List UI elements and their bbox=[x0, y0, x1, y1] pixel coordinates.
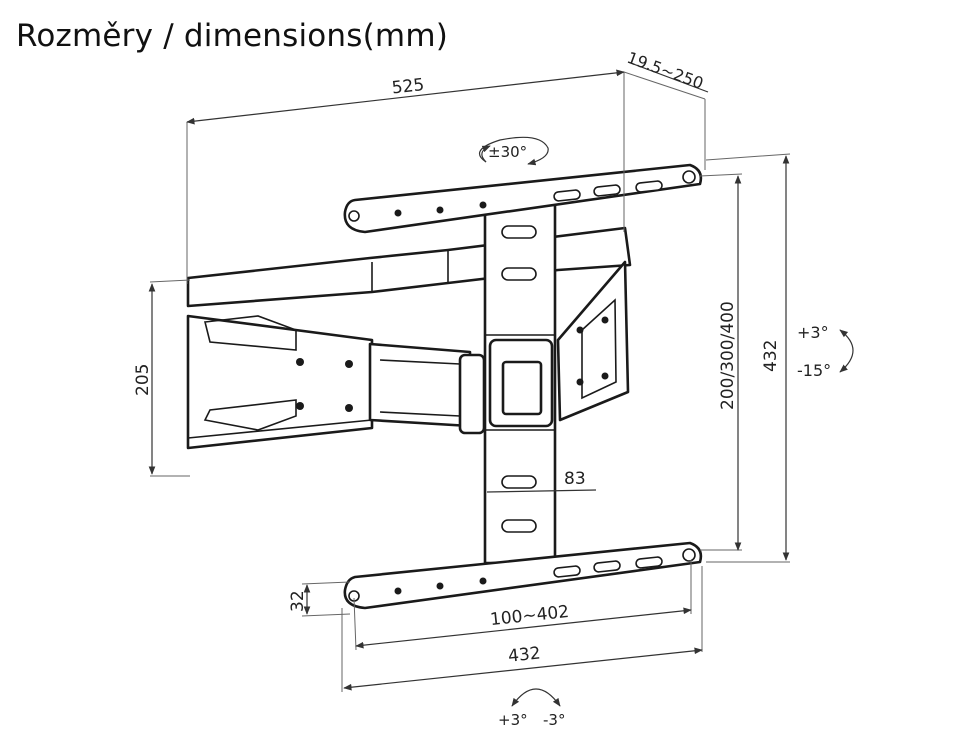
page-title: Rozměry / dimensions(mm) bbox=[16, 18, 449, 54]
dimension-upright-width: 83 bbox=[486, 469, 597, 493]
level-plus-label: +3° bbox=[498, 711, 528, 729]
rail-thickness-label: 32 bbox=[288, 590, 308, 612]
top-rail bbox=[343, 163, 703, 234]
upright-width-label: 83 bbox=[564, 469, 586, 489]
level-indicator: +3° -3° bbox=[498, 688, 565, 729]
tilt-down-label: -15° bbox=[797, 361, 831, 380]
rail-height-label: 432 bbox=[761, 340, 781, 372]
tilt-indicator: +3° -15° bbox=[797, 323, 854, 380]
vesa-vertical-label: 200/300/400 bbox=[718, 301, 738, 410]
level-minus-label: -3° bbox=[543, 711, 565, 729]
wall-plate bbox=[186, 314, 374, 450]
dimension-rail-thickness: 32 bbox=[288, 581, 351, 617]
vertical-upright bbox=[483, 201, 557, 565]
tilt-up-label: +3° bbox=[797, 323, 829, 342]
width-total-label: 525 bbox=[391, 75, 426, 99]
dimension-width-total: 525 bbox=[186, 69, 625, 284]
rail-width-label: 432 bbox=[507, 643, 541, 666]
vesa-horizontal-label: 100~402 bbox=[489, 602, 570, 630]
swivel-indicator: ±30° bbox=[478, 136, 549, 166]
dimension-arm-plate-height: 205 bbox=[133, 279, 191, 477]
arm-plate-height-label: 205 bbox=[133, 364, 153, 396]
dimension-rail-width: 432 bbox=[341, 566, 703, 692]
dimension-vesa-vertical: 200/300/400 bbox=[699, 173, 743, 551]
swivel-angle-label: ±30° bbox=[488, 143, 527, 161]
dimension-rail-height: 432 bbox=[705, 153, 791, 563]
dimension-depth: 19.5~250 bbox=[623, 48, 709, 170]
tilt-head bbox=[556, 260, 630, 422]
